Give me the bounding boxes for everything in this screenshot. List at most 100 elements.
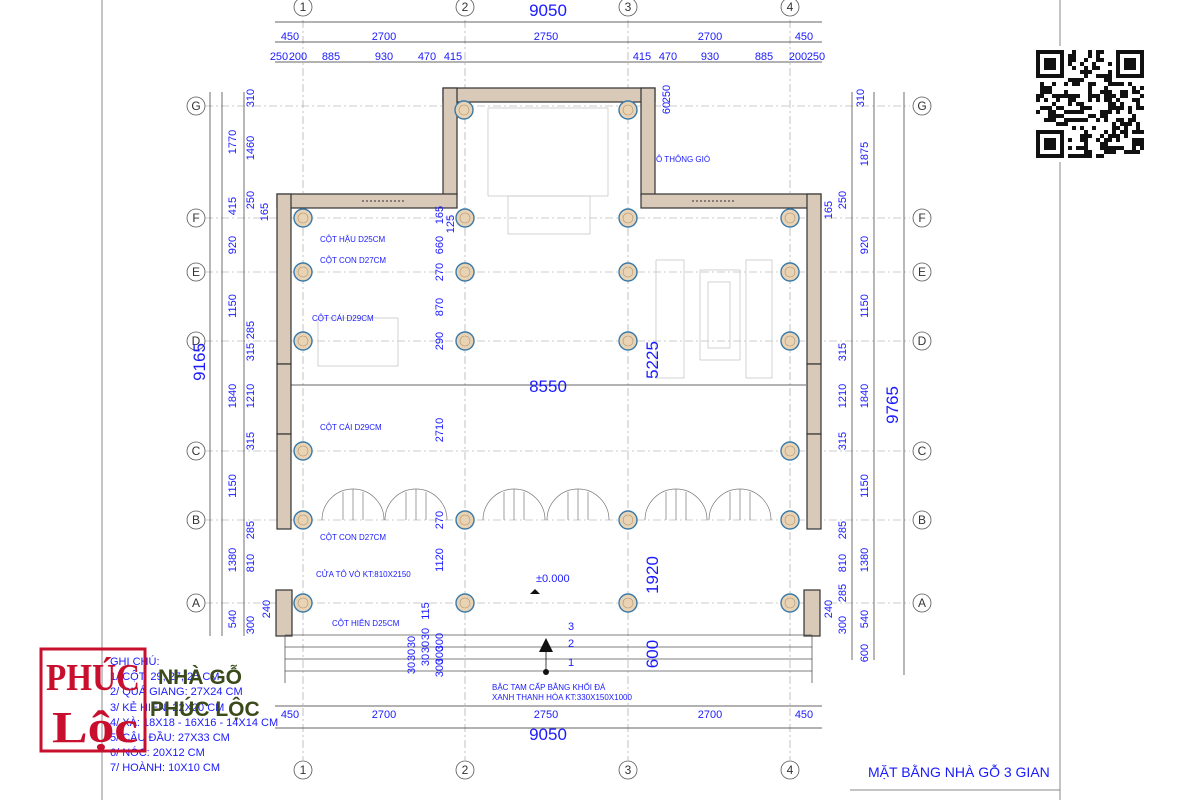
column-post [455, 593, 475, 613]
right-outer-dim: 1150 [859, 294, 871, 318]
right-overall-dim: 9765 [883, 386, 902, 424]
top-fine-dim: 415 [633, 51, 651, 63]
left-outer-dim: 540 [227, 610, 239, 628]
svg-text:E: E [918, 265, 926, 279]
top-fine-dim: 250 [807, 51, 825, 63]
level-label: ±0.000 [536, 573, 570, 585]
center-dim: 115 [420, 602, 432, 620]
center-dim: 1120 [434, 548, 446, 572]
column-post [618, 593, 638, 613]
left-inner-dim: 810 [245, 554, 257, 572]
svg-text:4: 4 [787, 763, 794, 777]
entry-arrow-icon [539, 638, 553, 652]
axis-bubble-row-D: D [186, 331, 206, 351]
bottom-total-dim: 9050 [529, 725, 567, 744]
step-number: 2 [568, 638, 574, 650]
center-dim: 290 [434, 332, 446, 350]
column-post [455, 208, 475, 228]
step-dim: 30 [406, 636, 418, 648]
axis-bubble-col-4: 4 [780, 760, 800, 780]
axis-bubble-row-D: D [912, 331, 932, 351]
left-inner-dim: 315 [245, 343, 257, 361]
top-fine-dim: 250 [270, 51, 288, 63]
column-label-con-top: CỘT CON D27CM [320, 256, 386, 265]
right-inner-dim: 315 [837, 343, 849, 361]
top-fine-dim: 200 [289, 51, 307, 63]
top-fine-dim: 930 [701, 51, 719, 63]
left-outer-dim: 1150 [227, 474, 239, 498]
right-outer-dim: 1875 [859, 142, 871, 166]
right-outer-dim: 540 [859, 610, 871, 628]
brand-logo: PHÚC Lộc [39, 647, 147, 753]
right-inner-dim: 310 [855, 89, 867, 107]
column-post [454, 100, 474, 120]
left-inner-dim: 240 [261, 600, 273, 618]
bottom-bay-dim: 2700 [372, 709, 396, 721]
column-post [293, 441, 313, 461]
axis-bubble-col-4: 4 [780, 0, 800, 17]
right-outer-dim: 1380 [859, 548, 871, 572]
left-inner-dim: 300 [245, 616, 257, 634]
left-outer-dim: 920 [227, 236, 239, 254]
door-arch [546, 488, 610, 521]
right-inner-dim: 240 [823, 600, 835, 618]
left-inner-dim: 250 [245, 191, 257, 209]
door-label: CỬA TÔ VÒ KT:810X2150 [316, 570, 411, 579]
svg-text:G: G [917, 99, 926, 113]
right-inner-dim: 285 [837, 521, 849, 539]
top-fine-dim: 885 [755, 51, 773, 63]
top-bay-dim: 450 [281, 31, 299, 43]
legend-item: 2/ QUÁ GIANG: 27X24 CM [110, 686, 243, 699]
column-post [618, 208, 638, 228]
top-bay-dim: 2700 [372, 31, 396, 43]
door-arch [321, 488, 385, 521]
left-inner-dim: 1210 [245, 384, 257, 408]
legend-item: 7/ HOÀNH: 10X10 CM [110, 762, 221, 775]
column-post [293, 331, 313, 351]
svg-text:3: 3 [625, 0, 632, 14]
column-label-cai-top: CỘT CÁI D29CM [312, 314, 374, 323]
axis-bubble-row-E: E [186, 262, 206, 282]
right-inner-dim: 1210 [837, 384, 849, 408]
walls [275, 87, 822, 637]
bottom-bay-dim: 2750 [534, 709, 558, 721]
door-arch [482, 488, 546, 521]
step-dim: 300 [434, 659, 446, 677]
svg-text:C: C [918, 444, 927, 458]
axis-bubble-col-3: 3 [618, 0, 638, 17]
top-bay-dim: 2750 [534, 31, 558, 43]
right-inner-dim: 300 [837, 616, 849, 634]
top-fine-dim: 470 [418, 51, 436, 63]
step-note-line2: XANH THANH HÓA KT:330X150X1000 [492, 693, 632, 702]
altar-furniture [317, 107, 773, 379]
axis-bubble-row-C: C [186, 441, 206, 461]
svg-text:E: E [192, 265, 200, 279]
columns [293, 100, 800, 613]
door-arch [384, 488, 448, 521]
door-arch [708, 488, 772, 521]
step-dim: 30 [406, 662, 418, 674]
svg-text:1: 1 [300, 0, 307, 14]
step-dim: 300 [434, 633, 446, 651]
axis-bubble-row-G: G [912, 96, 932, 116]
left-inner-dim: 1460 [245, 136, 257, 160]
svg-text:G: G [191, 99, 200, 113]
svg-text:2: 2 [462, 0, 469, 14]
column-post [293, 262, 313, 282]
axis-bubble-row-A: A [912, 593, 932, 613]
column-post [293, 593, 313, 613]
column-post [780, 441, 800, 461]
left-inner-dim: 415 [227, 197, 239, 215]
left-outer-dim: 1380 [227, 548, 239, 572]
column-post [455, 510, 475, 530]
step-number: 3 [568, 621, 574, 633]
svg-text:C: C [192, 444, 201, 458]
depth-mid-dim: 5225 [643, 341, 662, 379]
center-dim: 165 [434, 206, 446, 224]
svg-text:2: 2 [462, 763, 469, 777]
svg-text:D: D [918, 334, 927, 348]
left-inner-dim: 285 [245, 521, 257, 539]
legend-title: GHI CHÚ: [110, 656, 160, 668]
step-dim: 300 [434, 646, 446, 664]
